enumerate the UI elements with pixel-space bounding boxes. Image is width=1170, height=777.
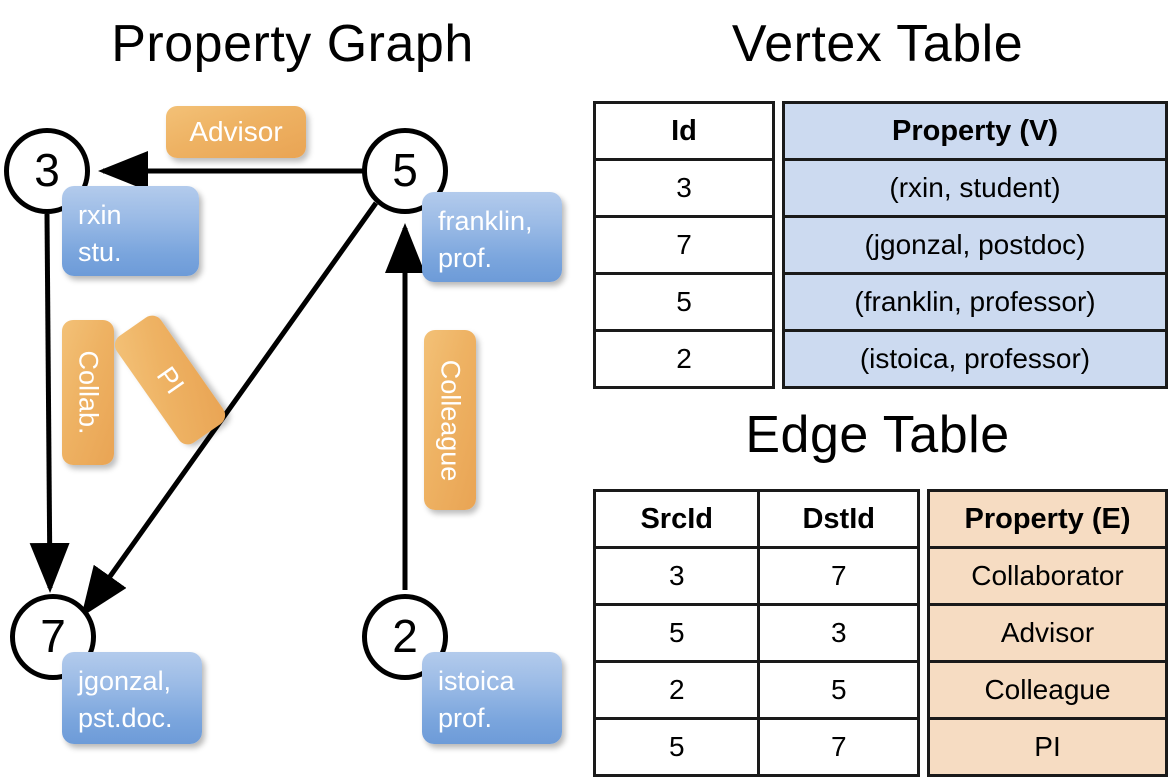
edge-table-cell-property: PI — [930, 720, 1165, 774]
node-property-callout-5: franklin, prof. — [422, 192, 562, 282]
table-row: 3 7 — [596, 549, 917, 606]
edge-arrow-3-to-7 — [29, 213, 70, 593]
vertex-table-cell-property: (jgonzal, postdoc) — [785, 218, 1165, 272]
edge-arrow-5-to-7 — [81, 201, 379, 618]
table-row: (jgonzal, postdoc) — [785, 218, 1165, 275]
edge-label-advisor-text: Advisor — [189, 116, 283, 147]
edge-table-cell-dstid: 7 — [757, 549, 917, 603]
vertex-table: Id 3 7 5 2 Property (V) (rxin, student) … — [593, 101, 1168, 389]
node-property-line-2: prof. — [438, 702, 493, 733]
table-row: 3 — [596, 161, 772, 218]
table-row: (franklin, professor) — [785, 275, 1165, 332]
vertex-table-header-property: Property (V) — [785, 104, 1165, 158]
node-property-line-1: franklin, — [438, 206, 533, 236]
edge-table-cell-srcid: 3 — [596, 549, 758, 603]
graph-node-5[interactable]: 5 — [362, 128, 448, 214]
edge-table-cell-dstid: 7 — [757, 720, 917, 774]
table-row: 2 5 — [596, 663, 917, 720]
table-header-row: SrcId DstId — [596, 492, 917, 549]
page-title-property-graph: Property Graph — [111, 15, 474, 73]
table-row: 5 3 — [596, 606, 917, 663]
table-row: 7 — [596, 218, 772, 275]
edge-table-header-srcid: SrcId — [596, 492, 758, 546]
table-header-row: Property (E) — [930, 492, 1165, 549]
graph-node-2[interactable]: 2 — [362, 594, 448, 680]
edge-label-collab-text: Collab. — [73, 350, 104, 435]
graph-node-3-label: 3 — [34, 144, 60, 196]
edge-table: SrcId DstId 3 7 5 3 2 5 5 7 Property (E)… — [593, 489, 1168, 777]
vertex-table-cell-property: (franklin, professor) — [785, 275, 1165, 329]
node-property-line-1: istoica — [438, 666, 515, 696]
node-property-callout-2: istoica prof. — [422, 652, 562, 744]
edge-table-cell-property: Collaborator — [930, 549, 1165, 603]
graph-node-2-label: 2 — [392, 610, 418, 662]
vertex-table-id-column: Id 3 7 5 2 — [593, 101, 775, 389]
table-header-row: Id — [596, 104, 772, 161]
table-row: Collaborator — [930, 549, 1165, 606]
node-property-line-2: prof. — [438, 242, 493, 273]
edge-table-header-property: Property (E) — [930, 492, 1165, 546]
table-row: Advisor — [930, 606, 1165, 663]
edge-label-advisor: Advisor — [166, 106, 306, 158]
vertex-table-cell-id: 2 — [596, 332, 772, 386]
edge-table-cell-dstid: 5 — [757, 663, 917, 717]
node-property-line-2: pst.doc. — [78, 702, 173, 733]
graph-node-5-label: 5 — [392, 144, 418, 196]
vertex-table-cell-id: 7 — [596, 218, 772, 272]
edge-table-cell-srcid: 2 — [596, 663, 758, 717]
vertex-table-cell-id: 3 — [596, 161, 772, 215]
edge-table-cell-dstid: 3 — [757, 606, 917, 660]
edge-table-header-dstid: DstId — [757, 492, 917, 546]
table-header-row: Property (V) — [785, 104, 1165, 161]
graph-edge-arrows — [29, 151, 425, 618]
vertex-table-header-id: Id — [596, 104, 772, 158]
page-title-edge-table: Edge Table — [745, 406, 1010, 464]
node-property-line-1: rxin — [78, 200, 122, 230]
edge-table-cell-property: Advisor — [930, 606, 1165, 660]
table-row: (istoica, professor) — [785, 332, 1165, 386]
node-property-line-1: jgonzal, — [78, 666, 172, 696]
table-row: 5 7 — [596, 720, 917, 774]
edge-table-id-columns: SrcId DstId 3 7 5 3 2 5 5 7 — [593, 489, 920, 777]
table-row: PI — [930, 720, 1165, 774]
edge-table-cell-property: Colleague — [930, 663, 1165, 717]
edge-label-pi-text: PI — [150, 360, 191, 399]
vertex-table-cell-property: (rxin, student) — [785, 161, 1165, 215]
edge-table-property-column: Property (E) Collaborator Advisor Collea… — [927, 489, 1168, 777]
edge-label-colleague: Colleague — [424, 330, 476, 510]
table-row: 5 — [596, 275, 772, 332]
vertex-table-cell-property: (istoica, professor) — [785, 332, 1165, 386]
node-property-callout-7: jgonzal, pst.doc. — [62, 652, 202, 744]
edge-label-colleague-text: Colleague — [435, 359, 466, 481]
table-row: Colleague — [930, 663, 1165, 720]
property-graph-diagram: 3 5 7 2 rxin stu. franklin, prof. jgonza… — [0, 0, 585, 760]
table-row: 2 — [596, 332, 772, 386]
edge-table-cell-srcid: 5 — [596, 606, 758, 660]
node-property-callout-3: rxin stu. — [62, 186, 199, 276]
edge-label-collab: Collab. — [62, 320, 114, 465]
table-row: (rxin, student) — [785, 161, 1165, 218]
vertex-table-property-column: Property (V) (rxin, student) (jgonzal, p… — [782, 101, 1168, 389]
node-property-line-2: stu. — [78, 236, 122, 267]
graph-node-7-label: 7 — [40, 610, 66, 662]
vertex-table-cell-id: 5 — [596, 275, 772, 329]
page-title-vertex-table: Vertex Table — [731, 15, 1024, 73]
edge-table-cell-srcid: 5 — [596, 720, 758, 774]
